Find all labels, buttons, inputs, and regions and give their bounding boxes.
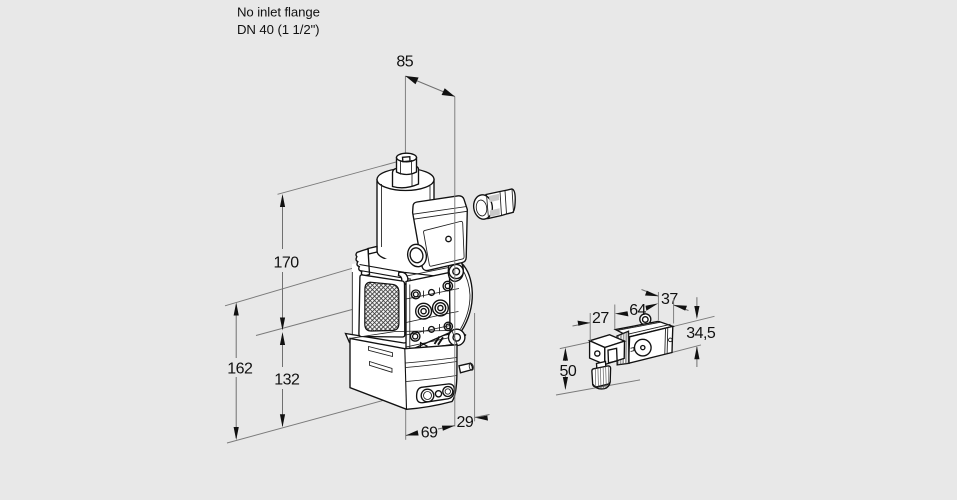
svg-text:No inlet flange: No inlet flange <box>237 5 320 20</box>
svg-text:34,5: 34,5 <box>686 325 716 342</box>
svg-text:27: 27 <box>592 310 609 327</box>
svg-text:50: 50 <box>560 363 577 380</box>
svg-text:170: 170 <box>274 254 300 271</box>
svg-text:132: 132 <box>274 372 300 389</box>
svg-text:37: 37 <box>661 291 678 308</box>
svg-text:162: 162 <box>227 361 253 378</box>
svg-text:85: 85 <box>396 53 413 70</box>
svg-text:29: 29 <box>457 414 474 431</box>
svg-text:64: 64 <box>629 302 646 319</box>
svg-text:DN 40 (1 1/2"): DN 40 (1 1/2") <box>237 22 319 37</box>
svg-text:69: 69 <box>421 424 438 441</box>
